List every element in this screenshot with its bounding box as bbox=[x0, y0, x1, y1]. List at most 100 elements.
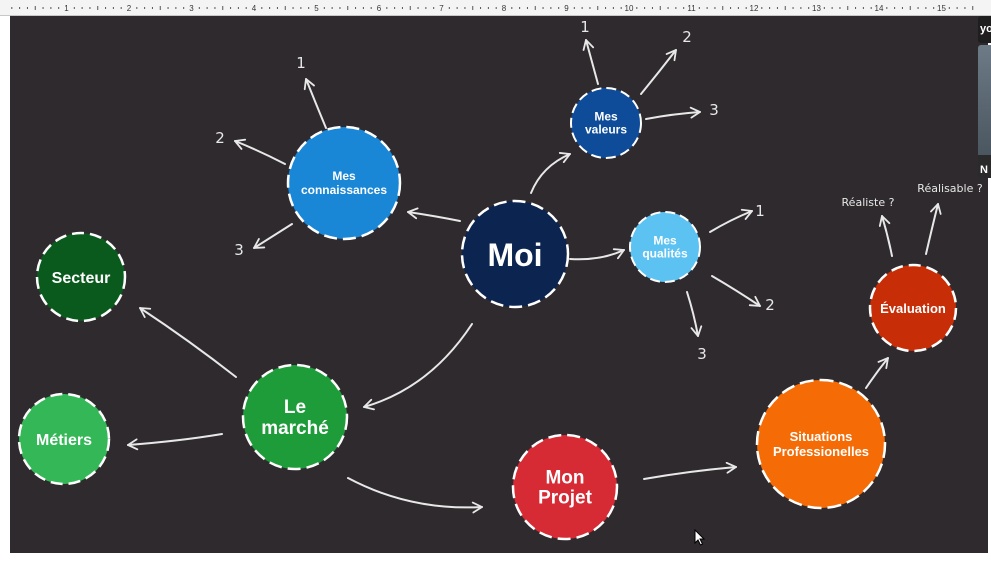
arrows bbox=[127, 39, 942, 514]
mouse-cursor-icon bbox=[694, 529, 706, 546]
ruler-number: 8 bbox=[502, 4, 507, 13]
qualites-annotation-3: 3 bbox=[697, 345, 707, 363]
ruler-number: 5 bbox=[314, 4, 319, 13]
arrow-valeurs-3 bbox=[645, 106, 701, 120]
node-secteur-label: Secteur bbox=[52, 270, 111, 287]
arrow-moi-to-valeurs bbox=[530, 152, 571, 194]
participant-thumbnail-top[interactable]: yo bbox=[978, 16, 991, 43]
node-evaluation: Évaluation bbox=[868, 263, 958, 353]
node-evaluation-circle bbox=[868, 263, 958, 353]
node-metiers-circle bbox=[17, 392, 111, 486]
participant-video bbox=[978, 45, 991, 155]
realisable-annotation: Réalisable ? bbox=[917, 182, 983, 195]
realiste-annotation: Réaliste ? bbox=[842, 196, 895, 209]
annotations: 1 2 3 1 2 3 1 2 3 Réaliste ? Réalisable … bbox=[215, 18, 983, 363]
node-projet-label-line: Mon bbox=[545, 468, 584, 489]
arrow-qualites-2 bbox=[711, 275, 761, 307]
arrow-qualites-1 bbox=[709, 208, 753, 233]
bottom-strip bbox=[0, 553, 991, 568]
arrow-evaluation-realiste bbox=[878, 215, 893, 257]
participant-thumbnail-bottom[interactable]: N bbox=[978, 45, 991, 178]
qualites-annotation-2: 2 bbox=[765, 296, 775, 314]
ruler-number: 9 bbox=[564, 4, 569, 13]
node-moi: Moi bbox=[460, 199, 570, 309]
node-marche-label-line: marché bbox=[261, 418, 329, 439]
arrow-marche-to-secteur bbox=[139, 307, 237, 378]
valeurs-annotation-3: 3 bbox=[709, 101, 719, 119]
node-situations-label-line: Situations bbox=[790, 429, 853, 444]
participant-thumbnail-top-label: yo bbox=[980, 23, 991, 35]
ruler-number: 4 bbox=[252, 4, 257, 13]
ruler-number: 12 bbox=[750, 4, 759, 13]
arrow-situations-to-evaluation bbox=[865, 357, 889, 389]
node-secteur-circle bbox=[35, 231, 127, 323]
node-connaissances-label-line: Mes bbox=[332, 169, 356, 183]
connaissances-annotation-2: 2 bbox=[215, 129, 225, 147]
arrow-marche-to-projet bbox=[347, 477, 483, 514]
arrow-qualites-3 bbox=[686, 291, 703, 337]
arrow-marche-to-metiers bbox=[127, 433, 223, 451]
arrow-valeurs-2 bbox=[640, 49, 677, 95]
node-moi-label: Moi bbox=[487, 237, 542, 273]
arrow-projet-to-situations bbox=[643, 461, 737, 480]
ruler-number: 15 bbox=[937, 4, 946, 13]
node-situations-label-line: Professionelles bbox=[773, 444, 869, 459]
node-qualites-label-line: Mes bbox=[653, 234, 677, 248]
valeurs-annotation-1: 1 bbox=[580, 18, 590, 36]
node-marche-label-line: Le bbox=[284, 397, 306, 418]
node-qualites-circle bbox=[629, 211, 701, 283]
arrow-valeurs-1 bbox=[582, 39, 599, 85]
ruler-number: 2 bbox=[127, 4, 132, 13]
node-connaissances-label-line: connaissances bbox=[301, 183, 387, 197]
arrow-moi-to-qualites bbox=[569, 248, 625, 261]
ruler-number: 14 bbox=[875, 4, 884, 13]
ruler-number: 11 bbox=[687, 4, 696, 13]
node-valeurs-label-line: valeurs bbox=[585, 123, 627, 137]
arrow-connaissances-2 bbox=[234, 138, 286, 165]
node-connaissances-circle bbox=[286, 125, 402, 241]
ruler-number: 13 bbox=[812, 4, 821, 13]
node-projet-circle bbox=[511, 433, 619, 541]
ruler-number: 3 bbox=[189, 4, 194, 13]
node-metiers: Métiers bbox=[17, 392, 111, 486]
qualites-annotation-1: 1 bbox=[755, 202, 765, 220]
node-qualites-label-line: qualités bbox=[642, 247, 688, 261]
node-metiers-label: Métiers bbox=[36, 432, 92, 449]
node-valeurs-label-line: Mes bbox=[594, 110, 618, 124]
arrow-evaluation-realisable bbox=[925, 203, 942, 255]
ruler-number: 1 bbox=[64, 4, 69, 13]
arrow-moi-to-marche bbox=[363, 323, 473, 411]
node-marche-circle bbox=[241, 363, 349, 471]
arrow-connaissances-3 bbox=[253, 223, 293, 249]
connaissances-annotation-3: 3 bbox=[234, 241, 244, 259]
ruler-number: 10 bbox=[625, 4, 634, 13]
node-situations-circle bbox=[755, 378, 887, 510]
node-projet-label-line: Projet bbox=[538, 488, 593, 509]
connaissances-annotation-1: 1 bbox=[296, 54, 306, 72]
node-secteur: Secteur bbox=[35, 231, 127, 323]
node-valeurs-circle bbox=[570, 87, 642, 159]
arrow-moi-to-connaissances bbox=[407, 207, 461, 222]
ruler-number: 7 bbox=[439, 4, 444, 13]
participant-thumbnail-bottom-label: N bbox=[980, 164, 988, 176]
arrow-connaissances-1 bbox=[303, 78, 327, 129]
node-evaluation-label: Évaluation bbox=[880, 301, 946, 316]
ruler-number: 6 bbox=[377, 4, 382, 13]
node-moi-circle bbox=[460, 199, 570, 309]
valeurs-annotation-2: 2 bbox=[682, 28, 692, 46]
